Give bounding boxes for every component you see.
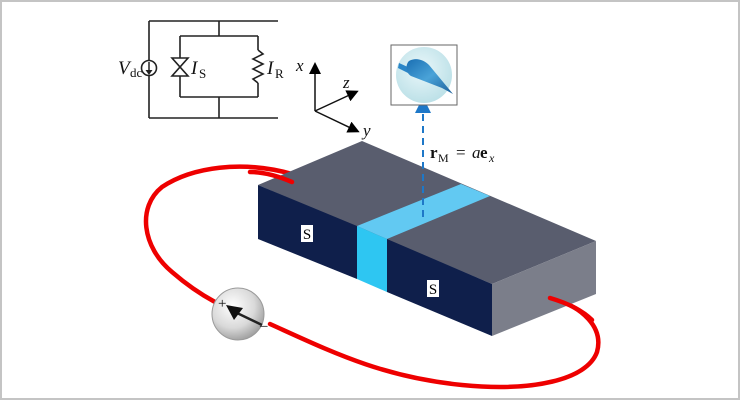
- magnetometer-probe: [390, 44, 458, 106]
- bias-source-meter: [211, 287, 265, 341]
- z-axis-label: z: [342, 73, 350, 92]
- wire-left: [143, 164, 295, 305]
- source-subscript: dc: [130, 65, 143, 80]
- josephson-junction-icon: [170, 57, 190, 77]
- right-lead-label: S: [429, 282, 437, 298]
- junction-current-label: I: [190, 58, 199, 79]
- source-minus-label: –: [259, 318, 268, 334]
- position-scalar: a: [472, 143, 481, 162]
- position-vector-subscript: M: [438, 151, 449, 165]
- wire-right-contact: [547, 295, 595, 323]
- coordinate-axes: [309, 62, 360, 133]
- resistor-current-subscript: R: [275, 66, 284, 81]
- wire-bottom: [267, 295, 601, 390]
- junction-current-subscript: S: [199, 66, 206, 81]
- wire-left-contact: [247, 169, 295, 185]
- magnetometer-tip-icon: [398, 59, 453, 94]
- z-axis-arrow: [314, 90, 359, 112]
- unit-vector-symbol: e: [480, 143, 488, 162]
- resistor-icon: [251, 49, 265, 84]
- block-end-face: [492, 241, 596, 336]
- y-axis-arrow: [314, 110, 360, 133]
- x-axis-label: x: [295, 56, 304, 75]
- left-lead-label: S: [303, 227, 311, 243]
- meter-needle-shaft: [236, 311, 263, 327]
- position-vector-symbol: r: [430, 143, 438, 162]
- y-axis-label: y: [361, 121, 371, 140]
- resistor-current-label: I: [266, 58, 275, 79]
- right-lead-front-face: [387, 239, 492, 336]
- source-plus-label: +: [218, 296, 226, 312]
- left-lead-label-box: [301, 225, 313, 242]
- meter-needle-icon: [226, 305, 243, 320]
- right-lead-label-box: [427, 280, 439, 297]
- current-source-icon: [140, 59, 158, 77]
- barrier-front-face: [357, 226, 387, 292]
- source-label: V: [118, 58, 132, 79]
- equals-sign: =: [456, 143, 466, 162]
- circuit-schematic: [148, 20, 278, 119]
- unit-vector-subscript: x: [488, 151, 495, 165]
